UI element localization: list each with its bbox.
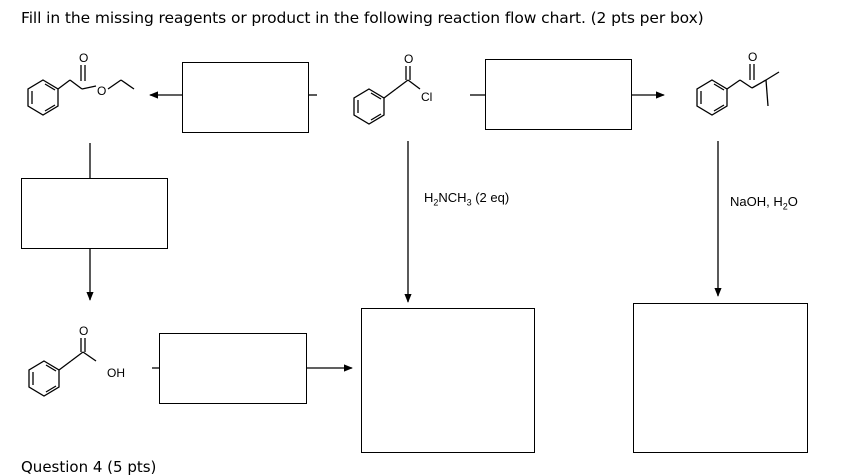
ester-structure — [27, 65, 135, 116]
answer-box-reagent-to-ester[interactable] — [182, 62, 309, 133]
acid-chloride-oxygen: O — [404, 52, 413, 66]
amine-prefix: H — [424, 190, 434, 205]
acid-chloride-chlorine: Cl — [421, 90, 432, 104]
ester-oxygen: O — [97, 84, 106, 98]
next-question-heading-cutoff: Question 4 (5 pts) — [21, 458, 157, 476]
amine-mid: NCH — [438, 190, 467, 205]
answer-box-amide-product[interactable] — [361, 308, 535, 453]
answer-box-final-product[interactable] — [633, 303, 808, 453]
base-suffix: O — [787, 194, 798, 209]
reaction-diagram: O O O Cl O O — [27, 50, 780, 397]
acid-hydroxyl: OH — [107, 366, 125, 380]
carboxylic-acid-structure — [28, 338, 97, 397]
amine-subscript-2: 2 — [433, 197, 439, 208]
ketone-oxygen: O — [748, 50, 757, 64]
answer-box-reagent-to-ketone[interactable] — [485, 59, 632, 130]
acid-chloride-structure — [353, 66, 421, 125]
naoh-water-reagent-label: NaOH, H2O — [730, 194, 798, 212]
answer-box-acid-reagent[interactable] — [159, 333, 307, 404]
amine-subscript-3: 3 — [466, 197, 472, 208]
ketone-structure — [696, 64, 780, 116]
instruction-text: Fill in the missing reagents or product … — [21, 9, 704, 27]
amine-suffix: (2 eq) — [471, 190, 510, 205]
base-prefix: NaOH, H — [730, 194, 783, 209]
acid-carbonyl-oxygen: O — [79, 324, 88, 338]
base-subscript: 2 — [782, 201, 788, 212]
answer-box-hydrolysis-reagent[interactable] — [21, 178, 168, 249]
ester-carbonyl-oxygen: O — [79, 51, 88, 65]
methylamine-reagent-label: H2NCH3 (2 eq) — [424, 190, 509, 208]
